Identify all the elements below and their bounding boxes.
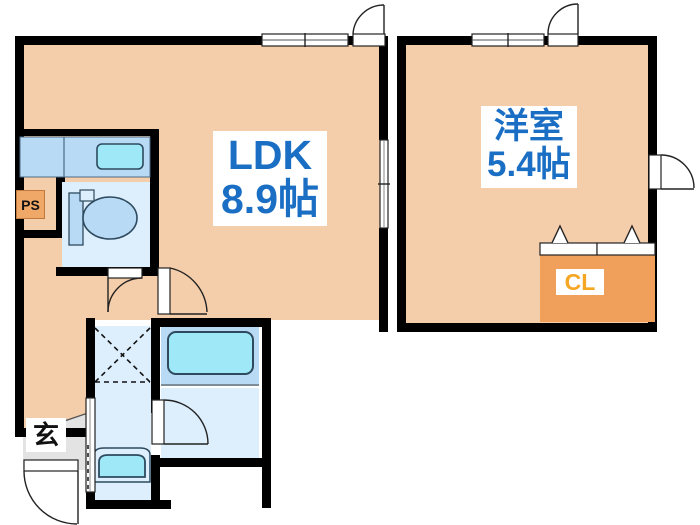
washing-machine-space [94,327,151,383]
pipe-space-label-ps: PS [16,190,45,219]
room-label-ldk: LDK 8.9帖 [213,131,327,226]
ldk-hall-door [107,267,143,313]
closet-label-cl: CL [556,269,604,295]
ldk-size: 8.9帖 [221,176,319,223]
bedroom-door-right [648,154,695,190]
youshitsu-size: 5.4帖 [487,144,571,184]
ldk-name: LDK [227,132,313,178]
kitchen-sink [96,143,144,170]
ldk-door-top [352,4,386,47]
bathtub [161,331,259,386]
ldk-window-top [261,33,349,47]
room-label-youshitsu: 洋室 5.4帖 [481,106,577,188]
washbasin [93,447,151,483]
bedroom-window-top [471,33,545,47]
bedroom-door-top [547,3,579,47]
washroom-door [151,399,209,445]
entrance-label-genkan: 玄 [26,418,66,452]
ldk-bedroom-sliding-door [378,139,390,229]
youshitsu-name: 洋室 [493,107,564,146]
ldk-hall-door-2 [157,267,208,315]
hall-sliding-door [85,397,96,493]
entrance-door [23,459,79,525]
toilet-bowl [82,196,138,240]
